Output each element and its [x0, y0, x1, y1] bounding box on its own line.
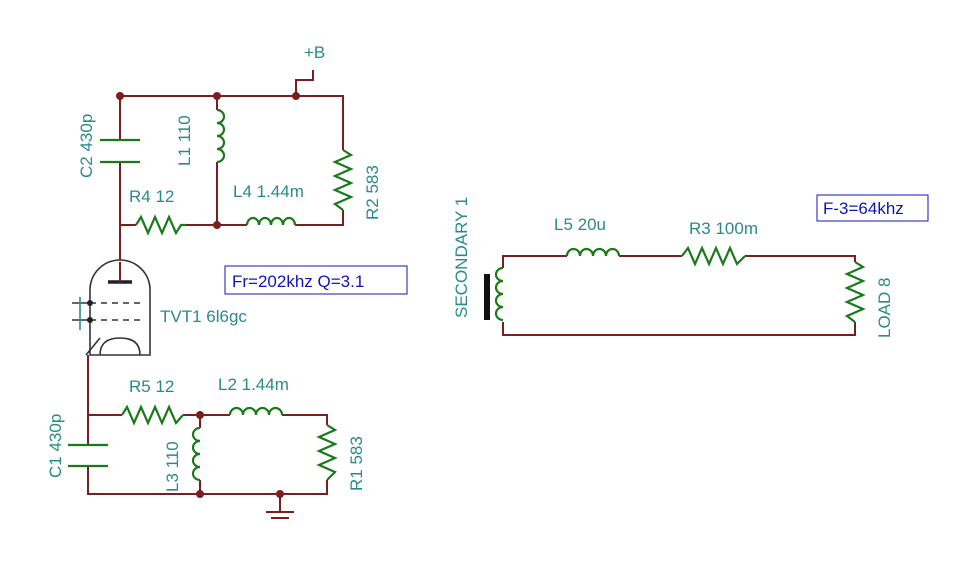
inductor-l2: L2 1.44m — [218, 375, 289, 416]
capacitor-c1: C1 430p — [46, 414, 108, 478]
label-r3: R3 100m — [689, 219, 758, 238]
inductor-l5: L5 20u — [554, 215, 621, 257]
node — [213, 92, 221, 100]
lower-network: C1 430p R5 12 L2 1.44m L3 110 R1 583 — [46, 355, 366, 519]
node — [196, 490, 204, 498]
label-l5: L5 20u — [554, 215, 606, 234]
label-tvt1: TVT1 6l6gc — [160, 307, 247, 326]
node — [116, 92, 124, 100]
supply-label: +B — [304, 43, 325, 62]
resistor-r2: R2 583 — [332, 149, 382, 220]
note-resonance-text: Fr=202khz Q=3.1 — [232, 272, 364, 291]
resistor-load: LOAD 8 — [844, 261, 894, 338]
supply-plus-b: +B — [295, 43, 325, 96]
inductor-l4: L4 1.44m — [233, 182, 304, 226]
output-network: SECONDARY 1 L5 20u R3 100m LOAD 8 — [452, 197, 894, 338]
note-cutoff: F-3=64khz — [816, 194, 929, 222]
transformer-secondary: SECONDARY 1 — [452, 197, 504, 322]
node — [213, 221, 221, 229]
resistor-r4: R4 12 — [129, 187, 186, 236]
capacitor-c2: C2 430p — [77, 114, 140, 178]
inductor-l1: L1 110 — [175, 108, 226, 166]
node — [196, 411, 204, 419]
label-r1: R1 583 — [347, 436, 366, 491]
note-cutoff-text: F-3=64khz — [823, 199, 904, 218]
resistor-r5: R5 12 — [121, 377, 184, 426]
label-r4: R4 12 — [129, 187, 174, 206]
label-r2: R2 583 — [363, 165, 382, 220]
label-secondary: SECONDARY 1 — [452, 197, 471, 318]
label-l2: L2 1.44m — [218, 375, 289, 394]
resistor-r3: R3 100m — [681, 219, 758, 267]
label-r5: R5 12 — [129, 377, 174, 396]
label-l3: L3 110 — [163, 441, 182, 492]
label-c2: C2 430p — [77, 114, 96, 178]
node — [292, 92, 300, 100]
label-c1: C1 430p — [46, 414, 65, 478]
node — [276, 490, 284, 498]
label-l4: L4 1.44m — [233, 182, 304, 201]
tube-tvt1: TVT1 6l6gc — [72, 259, 247, 356]
label-load: LOAD 8 — [875, 278, 894, 338]
inductor-l3: L3 110 — [163, 426, 201, 492]
note-resonance: Fr=202khz Q=3.1 — [224, 265, 408, 295]
upper-network: +B C2 430p L1 110 R2 583 R4 12 L4 1.44m — [77, 43, 382, 262]
resistor-r1: R1 583 — [316, 424, 366, 491]
label-l1: L1 110 — [175, 115, 194, 166]
